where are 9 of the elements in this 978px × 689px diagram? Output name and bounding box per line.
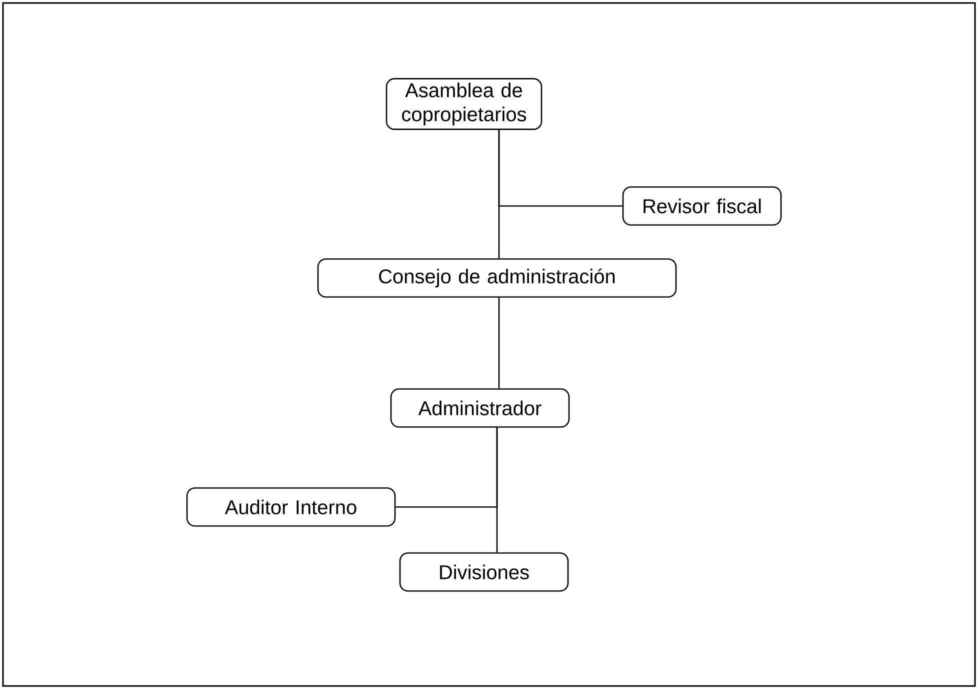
org-box: Consejo de administración (317, 258, 677, 298)
connector-line (498, 298, 500, 388)
connector-line (498, 130, 622, 207)
org-box: Auditor Interno (186, 487, 396, 527)
org-box: Revisor fiscal (622, 186, 782, 226)
org-box: Divisiones (399, 552, 569, 592)
connector-line (396, 428, 498, 508)
org-box: Asamblea de copropietarios (386, 78, 542, 130)
org-box: Administrador (390, 388, 570, 428)
